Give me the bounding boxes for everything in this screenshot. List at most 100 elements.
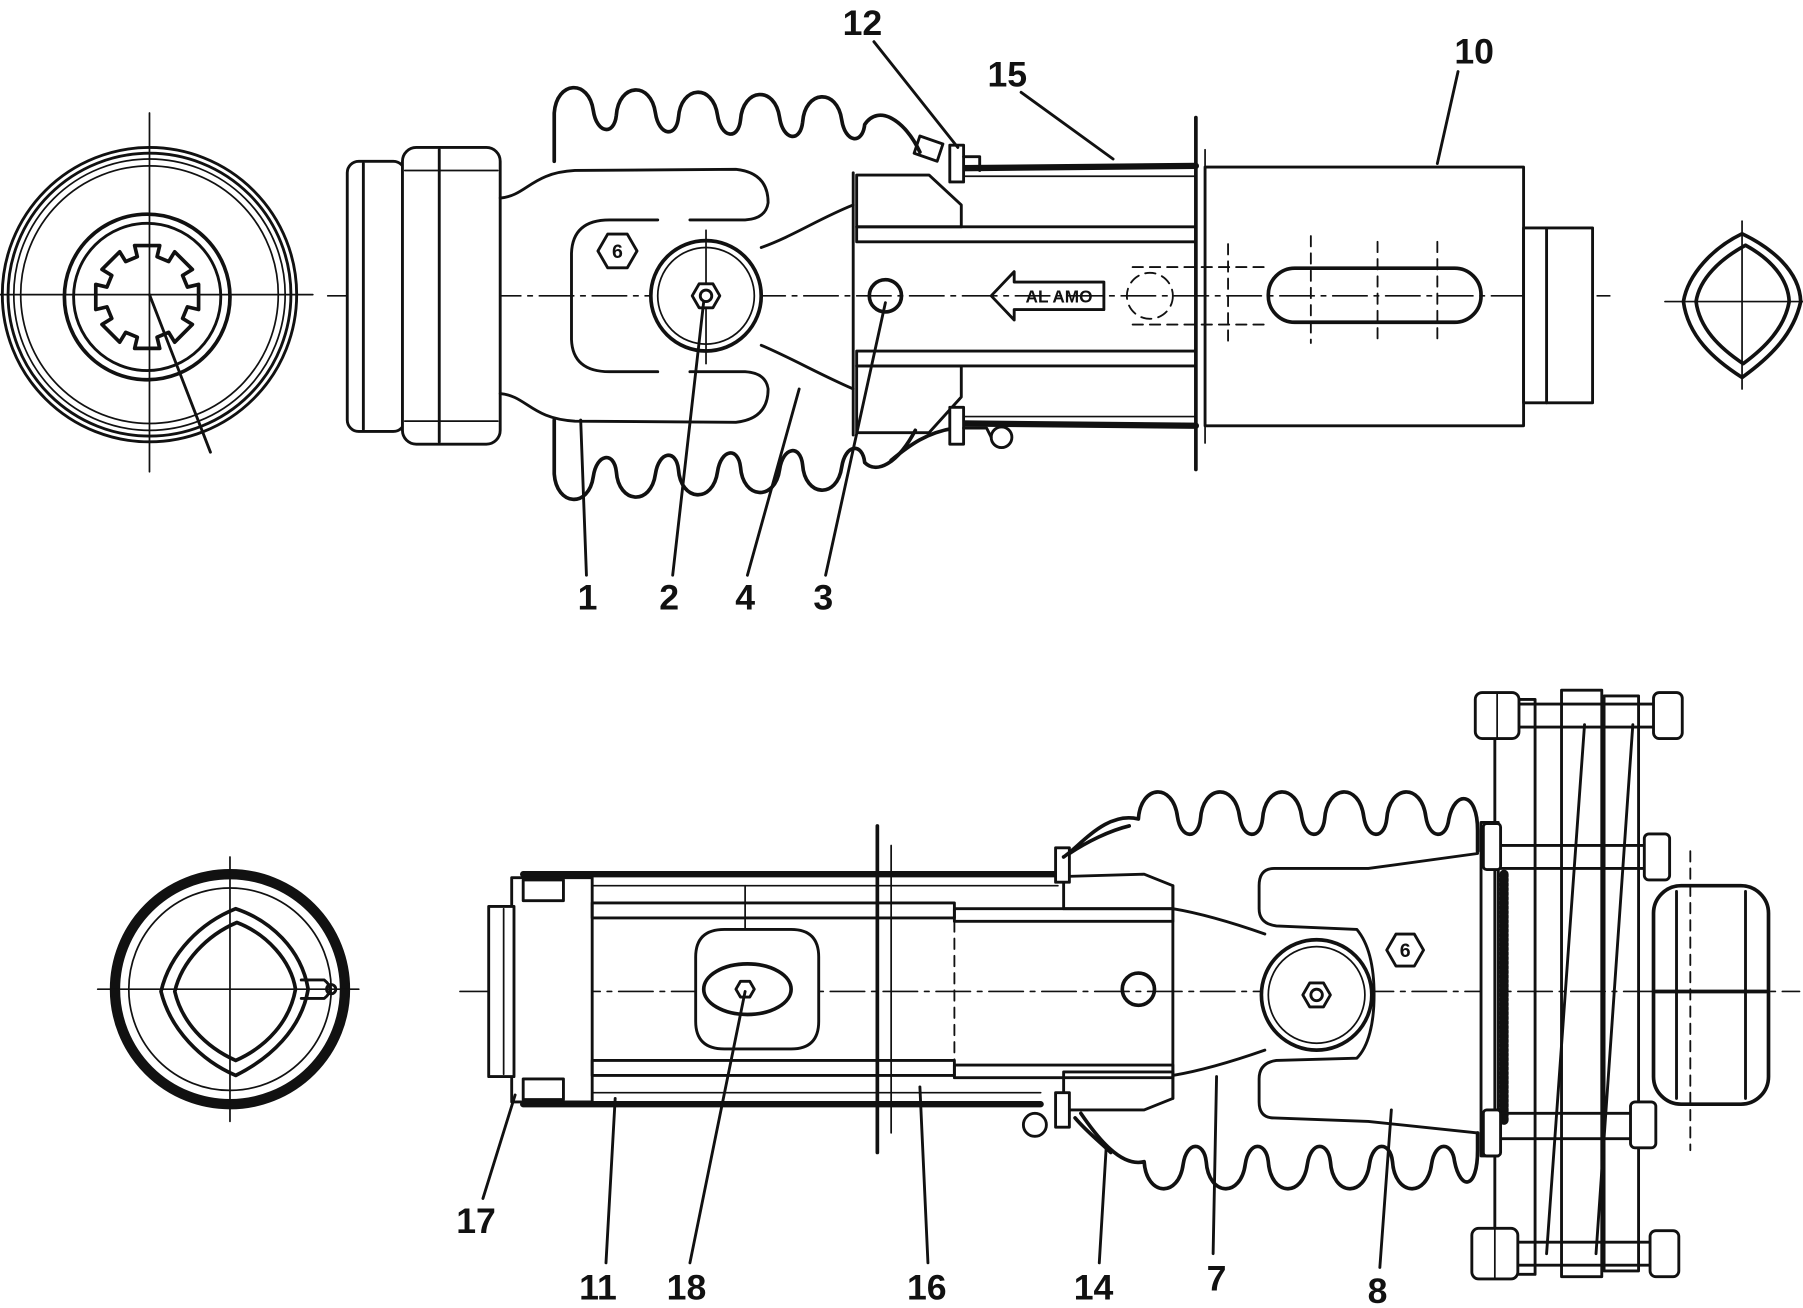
top-flange [345, 146, 502, 446]
callout-8: 8 [1368, 1271, 1388, 1308]
top-assembly: 6 [0, 3, 1803, 618]
hex-mark-top-label: 6 [612, 241, 623, 263]
end-collar-bottom-section [521, 1077, 565, 1102]
chain-ring [1021, 1111, 1048, 1138]
nut-bottom-right [1648, 1229, 1681, 1279]
clamp-screw [912, 134, 945, 163]
callout-7: 7 [1207, 1258, 1227, 1298]
end-collar-top-section [521, 878, 565, 903]
callout-14: 14 [1074, 1268, 1114, 1308]
lock-button-nut [734, 979, 756, 999]
bottom-boot-upper [1061, 790, 1480, 859]
callout-10: 10 [1454, 32, 1494, 72]
hex-mark-bottom-label: 6 [1400, 940, 1411, 962]
clutch-pressure-plate-3 [1602, 694, 1641, 1273]
leader-2 [671, 300, 706, 577]
bottom-boot-lower [1079, 1111, 1480, 1191]
leader-3 [824, 301, 887, 577]
top-left-end-view [0, 112, 314, 473]
collar-top-section [855, 173, 963, 229]
top-yoke-outer: 6 [498, 167, 770, 424]
flange-cylinder-left [345, 159, 407, 433]
inner-tube-bottom-wall [855, 349, 1198, 368]
callout-11: 11 [579, 1268, 617, 1308]
top-right-profile-section [1664, 220, 1803, 390]
top-cross-hub [648, 229, 764, 365]
inner-tube-bottom-wall [590, 1059, 956, 1077]
leader-18 [688, 990, 747, 1265]
callout-12: 12 [843, 3, 883, 43]
nut-mid-upper [1642, 832, 1672, 882]
guard-tube-top [958, 162, 1200, 172]
leader-15 [1019, 90, 1115, 161]
end-view-hub-outer [62, 212, 232, 382]
clamp-hook [962, 426, 993, 439]
direction-arrow-label: AL AMO [1026, 287, 1093, 307]
collar-top-section [1062, 872, 1175, 911]
leader-14 [1097, 1146, 1108, 1265]
leader-4 [745, 387, 801, 577]
leader-11 [604, 1096, 617, 1265]
lock-slot [701, 962, 793, 1017]
top-boot-upper [552, 85, 922, 164]
clamp-band [948, 143, 966, 184]
friction-clutch [1470, 688, 1771, 1281]
yoke-bottom-arm [498, 370, 770, 424]
clamp-band-lower [948, 405, 966, 446]
top-boot-clamp-lower [889, 405, 1014, 463]
grease-nipple [1309, 987, 1324, 1003]
top-boot-clamp-upper [912, 134, 982, 184]
tube-slot [1266, 266, 1483, 325]
spline-bore [93, 243, 201, 351]
clutch-spring-line-2 [1594, 723, 1635, 1256]
inner-yoke-upper [1171, 907, 1267, 936]
leader-7 [1211, 1075, 1219, 1256]
inner-tube-top-wall [590, 901, 956, 920]
chain-ring [989, 425, 1014, 450]
hex-mark-top [596, 232, 639, 270]
nut-mid-lower [1629, 1100, 1658, 1150]
bottom-left-end-view [96, 856, 360, 1123]
clutch-pressure-plate-2 [1560, 688, 1604, 1279]
hidden-pin-hole [1125, 271, 1174, 320]
top-boot-lower [552, 418, 918, 502]
flange-cylinder-right [401, 146, 502, 446]
clutch-spring-line-1 [1545, 723, 1586, 1256]
nut-top-right [1652, 691, 1684, 740]
grease-nipple [698, 288, 714, 304]
bottom-callouts: 17 11 18 16 14 7 8 [456, 990, 1393, 1308]
callout-2: 2 [659, 578, 679, 618]
yoke-boss [570, 218, 660, 374]
clamp-lip [962, 155, 982, 172]
callout-18: 18 [667, 1268, 707, 1308]
leader-16 [918, 1085, 930, 1265]
clamp-lip-lower [889, 426, 957, 463]
bolt-head-hub-lower [1481, 1108, 1503, 1158]
top-inner-yoke-lower [759, 343, 855, 391]
end-collar [510, 876, 594, 1104]
end-view-leader [148, 293, 212, 454]
yoke-top-arm [498, 167, 770, 222]
hex-mark-bottom [1385, 932, 1425, 968]
outer-yoke [1257, 852, 1480, 1135]
lemon-profile-tube [159, 906, 311, 1078]
bolt-head-hub-upper [1481, 822, 1503, 872]
grease-nipple-nut [1301, 981, 1332, 1009]
grease-nipple-nut [690, 282, 722, 310]
leader-1 [579, 418, 588, 577]
inner-yoke-lower [1171, 1048, 1267, 1077]
shaft-end [1522, 226, 1595, 405]
end-view-hub-inner [72, 221, 223, 372]
collar-bottom-section [855, 364, 963, 435]
callout-1: 1 [578, 578, 598, 618]
inner-tube-top-wall [855, 225, 1198, 244]
second-tube-top-wall [952, 907, 1175, 923]
lock-slot-boss [694, 927, 821, 1051]
top-inner-yoke-upper [759, 203, 855, 249]
end-cap [487, 904, 516, 1079]
callout-15: 15 [987, 55, 1027, 95]
leader-8 [1378, 1108, 1393, 1269]
lock-hole [1120, 971, 1157, 1008]
leader-10 [1435, 70, 1460, 166]
